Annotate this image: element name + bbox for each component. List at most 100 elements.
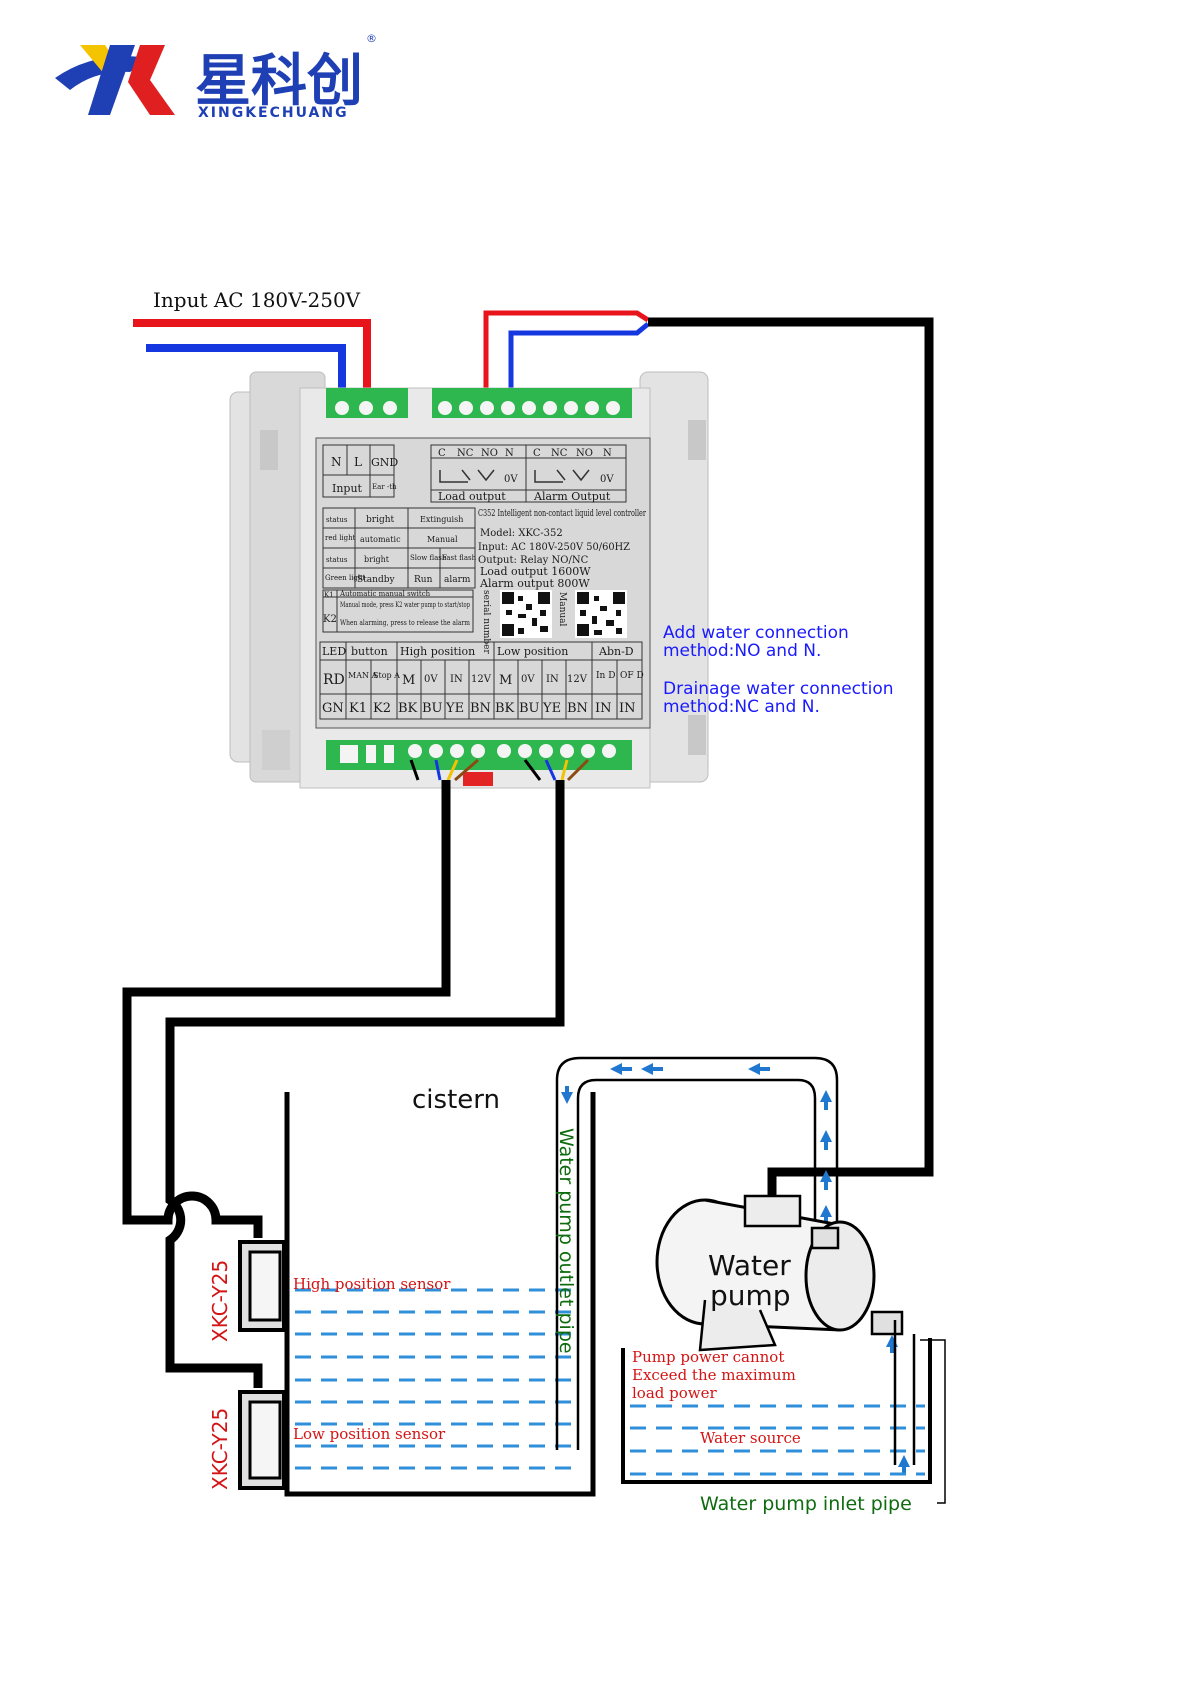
- status-row1-col2: bright: [366, 515, 394, 525]
- row3-in-2: IN: [619, 701, 636, 716]
- status-row2-col1: red light: [325, 534, 356, 542]
- alarm-terminal-c: C: [533, 448, 541, 459]
- pump-title-1: Water: [708, 1249, 791, 1282]
- row3-bn-high: BN: [470, 701, 491, 716]
- manual-label: Manual: [557, 592, 567, 627]
- live-wire: [133, 319, 371, 400]
- load-terminal-c: C: [438, 448, 446, 459]
- cistern-title: cistern: [412, 1085, 500, 1115]
- status-row1-col3: Extinguish: [420, 515, 463, 524]
- row2-m-low: M: [499, 673, 512, 688]
- low-position-sensor-icon: [238, 1390, 286, 1490]
- alarm-output-spec: Alarm output 800W: [479, 577, 590, 590]
- row3-gn: GN: [322, 701, 344, 716]
- pump-warning-1: Pump power cannot: [632, 1348, 784, 1366]
- alarm-terminal-n: N: [603, 448, 612, 459]
- terminal-gnd: GND: [371, 456, 398, 469]
- load-ov: 0V: [504, 474, 518, 485]
- load-relay-symbol-icon: [439, 469, 495, 483]
- hdr-abn-d: Abn-D: [598, 645, 634, 658]
- status-row2-col2: automatic: [360, 535, 401, 544]
- controller-label-panel: N L GND Input Ear -th C NC NO N 0V Load …: [315, 437, 651, 729]
- note-drain-2: method:NC and N.: [663, 697, 820, 717]
- row2-12v-high: 12V: [471, 674, 492, 685]
- row2-rd: RD: [323, 672, 345, 688]
- model-text: Model: XKC-352: [480, 528, 563, 539]
- row3-k2: K2: [373, 701, 391, 716]
- water-pump-icon: [655, 1194, 904, 1352]
- row3-ye-low: YE: [542, 701, 561, 716]
- k1-label: K1: [324, 591, 334, 599]
- row3-bk-low: BK: [495, 701, 515, 716]
- status-row1-col1: status: [326, 516, 348, 524]
- row2-12v-low: 12V: [567, 674, 588, 685]
- power-input-label: Input AC 180V-250V: [153, 288, 361, 312]
- brand-name-en: XINGKECHUANG: [198, 105, 349, 121]
- pump-warning-2: Exceed the maximum: [632, 1366, 796, 1384]
- water-source-label: Water source: [700, 1429, 801, 1447]
- registered-mark: ®: [366, 32, 377, 45]
- row2-in-low: IN: [546, 674, 559, 685]
- logo-blue-mark: [88, 45, 135, 115]
- terminal-n: N: [331, 455, 342, 469]
- row2-in-d: In D: [596, 671, 615, 681]
- row2-of-d: OF D: [620, 671, 644, 681]
- status-row3-col2: bright: [364, 555, 390, 564]
- brand-logo: 星科创 XINGKECHUANG ®: [55, 32, 377, 121]
- high-position-sensor-icon: [238, 1240, 286, 1332]
- description-title: C352 Intelligent non-contact liquid leve…: [478, 509, 647, 519]
- output-spec-text: Output: Relay NO/NC: [478, 555, 589, 566]
- input-spec-text: Input: AC 180V-250V 50/60HZ: [478, 542, 630, 553]
- k2-label: K2: [323, 614, 337, 625]
- neutral-wire: [146, 344, 346, 400]
- logo-red-mark: [128, 45, 175, 115]
- load-terminal-n: N: [505, 448, 514, 459]
- hdr-low-position: Low position: [497, 645, 568, 658]
- alarm-terminal-nc: NC: [551, 448, 568, 459]
- outlet-pipe-inner: [576, 1078, 817, 1450]
- status-row4-col1: Green light: [325, 574, 365, 582]
- load-terminal-nc: NC: [457, 448, 474, 459]
- sensor-wire-stubs: [409, 758, 590, 782]
- alarm-ov: 0V: [600, 474, 614, 485]
- load-neutral-wire: [508, 322, 650, 400]
- outlet-pipe-label: Water pump outlet pipe: [555, 1128, 577, 1354]
- cistern-tank: [284, 1092, 596, 1497]
- k2-text-1: Manual mode, press K2 water pump to star…: [340, 601, 470, 609]
- row2-0v-high: 0V: [424, 674, 438, 685]
- serial-number-label: serial number: [481, 590, 491, 654]
- input-label: Input: [332, 482, 363, 495]
- k2-text-2: When alarming, press to release the alar…: [340, 619, 470, 627]
- status-row4-col3: Run: [414, 575, 433, 585]
- row3-bn-low: BN: [567, 701, 588, 716]
- terminal-l: L: [354, 455, 362, 469]
- row2-in-high: IN: [450, 674, 463, 685]
- row2-0v-low: 0V: [521, 674, 535, 685]
- low-sensor-model: XKC-Y25: [208, 1408, 232, 1490]
- earth-label: Ear -th: [372, 483, 397, 491]
- alarm-terminal-no: NO: [576, 448, 593, 459]
- high-sensor-label: High position sensor: [293, 1275, 451, 1293]
- row3-in-1: IN: [595, 701, 612, 716]
- note-add-water-2: method:NO and N.: [663, 641, 821, 661]
- outlet-pipe: [555, 1056, 839, 1450]
- water-source-tank: [621, 1338, 932, 1484]
- alarm-output-label: Alarm Output: [533, 490, 611, 503]
- high-sensor-model: XKC-Y25: [208, 1260, 232, 1342]
- row2-stop: Stop A: [373, 671, 400, 680]
- inlet-pipe-callout: [920, 1339, 946, 1504]
- manual-qr-code-icon: [575, 590, 627, 638]
- status-row3-col1: status: [326, 556, 348, 564]
- load-output-label: Load output: [438, 490, 506, 503]
- hdr-button: button: [351, 645, 388, 658]
- k1-text: Automatic manual switch: [339, 590, 431, 598]
- pump-warning-3: load power: [632, 1384, 717, 1402]
- status-row3-col4: Fast flash: [442, 554, 477, 562]
- hdr-led: LED: [322, 645, 346, 658]
- note-drain-1: Drainage water connection: [663, 679, 894, 699]
- status-row2-col3: Manual: [427, 535, 458, 544]
- row3-k1: K1: [349, 701, 367, 716]
- status-row4-col2: Standby: [357, 575, 395, 585]
- hdr-high-position: High position: [400, 645, 475, 658]
